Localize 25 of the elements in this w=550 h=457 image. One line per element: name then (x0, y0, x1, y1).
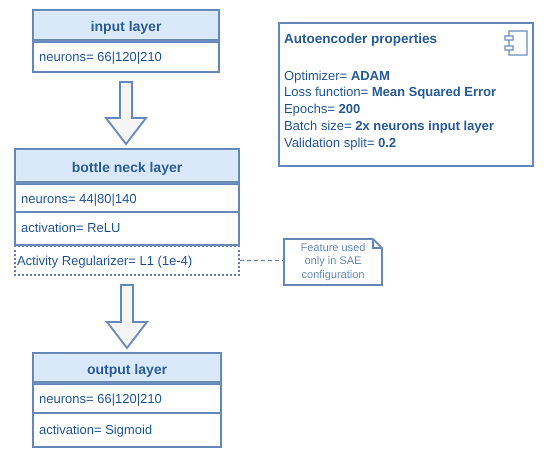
row-text: neurons= 66|120|210 (39, 48, 162, 64)
row-text: activation= Sigmoid (39, 422, 152, 436)
layer-title: output layer (34, 354, 220, 385)
block-arrow (104, 81, 148, 146)
layer-box (32, 352, 222, 448)
property-line: Optimizer= ADAM (284, 68, 390, 84)
property-line: Epochs= 200 (284, 101, 360, 118)
properties-panel (278, 22, 534, 167)
row-text: Activity Regularizer= L1 (1e-4) (17, 253, 192, 268)
layer-box (32, 9, 220, 73)
note-box (283, 238, 383, 286)
property-line: Batch size= 2x neurons input layer (284, 118, 494, 136)
panel-title: Autoencoder properties (284, 30, 438, 48)
property-line: Validation split= 0.2 (284, 135, 396, 152)
layer-title: input layer (34, 11, 218, 43)
row-text: neurons= 66|120|210 (39, 390, 162, 406)
layer-title: bottle neck layer (16, 150, 238, 185)
layer-box (14, 148, 240, 246)
block-arrow (104, 284, 150, 350)
row-text: activation= ReLU (21, 220, 120, 235)
property-line: Loss function= Mean Squared Error (284, 84, 496, 102)
dashed-connector (240, 260, 283, 262)
optional-row (14, 245, 240, 276)
note-text: Feature used only in SAE configuration (300, 242, 366, 282)
row-text: neurons= 44|80|140 (21, 190, 137, 206)
